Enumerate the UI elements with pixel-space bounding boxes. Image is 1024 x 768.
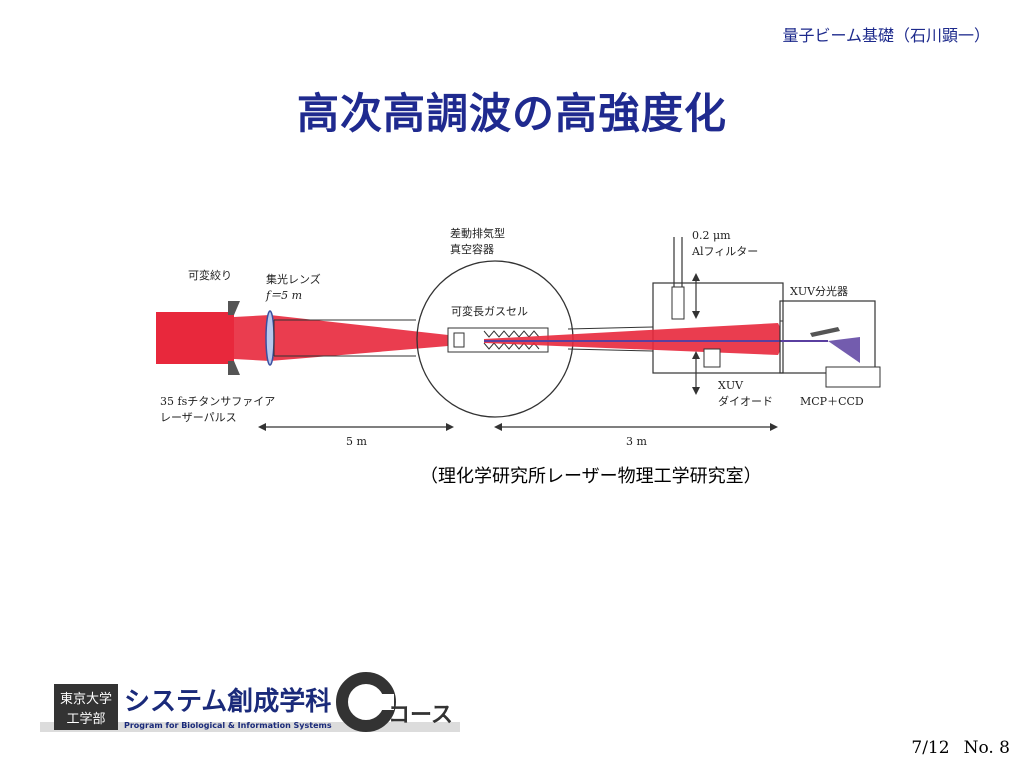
department-logo: 東京大学 工学部 システム創成学科 Program for Biological… xyxy=(40,672,460,744)
laser-label-line2: レーザーパルス xyxy=(160,411,237,424)
logo-title: システム創成学科 xyxy=(124,686,331,717)
xuv-diode xyxy=(703,348,721,368)
distance-arrow-head xyxy=(258,423,266,431)
laser-beam-diverging xyxy=(484,323,780,355)
laser-source xyxy=(156,312,234,364)
logo-box-bottom: 工学部 xyxy=(66,711,105,727)
figure-caption: （理化学研究所レーザー物理工学研究室） xyxy=(420,466,762,487)
focusing-lens xyxy=(265,310,275,366)
filter-label-line1: 0.2 μm xyxy=(692,229,731,242)
laser-label-line1: 35 fsチタンサファイア xyxy=(160,395,275,408)
diode-arrow-head xyxy=(692,351,700,359)
gas-cell-bellows xyxy=(483,342,540,350)
dispersed-xuv xyxy=(828,337,860,363)
filter-arrow-head xyxy=(692,311,700,319)
detector-label: MCP＋CCD xyxy=(800,395,864,408)
gas-cell-inlet xyxy=(453,332,465,348)
header-note: 量子ビーム基礎（石川顕一） xyxy=(782,26,990,45)
al-filter xyxy=(671,286,685,320)
logo-subtitle: Program for Biological & Information Sys… xyxy=(124,721,332,730)
page-number: 7/12 No. 8 xyxy=(911,738,1010,758)
beam-pipe xyxy=(567,326,654,330)
beam-pipe xyxy=(567,348,654,352)
aperture-upper xyxy=(228,301,240,315)
spectrometer-label: XUV分光器 xyxy=(790,284,848,298)
mcp-ccd xyxy=(825,366,881,388)
logo-course: コース xyxy=(388,703,453,728)
chamber-label-line2: 真空容器 xyxy=(450,242,494,256)
aperture-lower xyxy=(228,361,240,375)
distance-3m-label: 3 m xyxy=(626,435,647,448)
page-fraction: 7/12 xyxy=(911,738,950,758)
distance-arrow-head xyxy=(770,423,778,431)
aperture-label: 可変絞り xyxy=(188,268,232,282)
diode-arrow-head xyxy=(692,387,700,395)
gas-cell-label: 可変長ガスセル xyxy=(451,304,528,318)
diode-label-line2: ダイオード xyxy=(718,394,773,408)
distance-arrow-head xyxy=(446,423,454,431)
hhg-setup-diagram: 可変絞り 集光レンズ f＝5 m 差動排気型 真空容器 可変長ガスセル 0.2 … xyxy=(148,215,893,460)
filter-chamber xyxy=(652,282,784,374)
laser-beam-converging xyxy=(234,315,484,361)
lens-label: 集光レンズ xyxy=(266,272,321,286)
filter-arrow-head xyxy=(692,273,700,281)
diode-label-line1: XUV xyxy=(718,379,744,392)
gas-cell-bellows xyxy=(483,330,540,338)
chamber-label-line1: 差動排気型 xyxy=(450,226,505,240)
slide-number: No. 8 xyxy=(963,738,1010,758)
distance-5m-label: 5 m xyxy=(346,435,367,448)
slide-title: 高次高調波の高強度化 xyxy=(296,89,727,138)
logo-box xyxy=(54,684,118,730)
xuv-spectrometer xyxy=(779,300,876,374)
distance-arrow-head xyxy=(494,423,502,431)
filter-label-line2: Alフィルター xyxy=(691,245,758,258)
focal-label: f＝5 m xyxy=(265,289,302,302)
logo-box-top: 東京大学 xyxy=(60,691,112,707)
grating xyxy=(810,327,840,337)
